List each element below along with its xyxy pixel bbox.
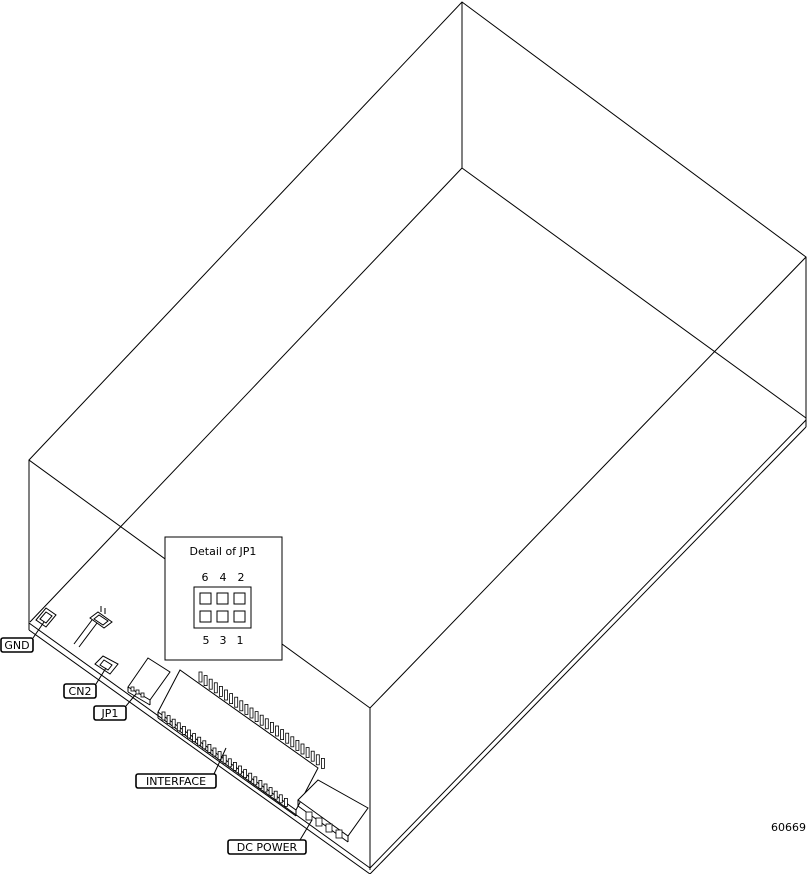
interface-pin — [244, 704, 249, 715]
interface-pin — [181, 726, 186, 735]
label-interface: INTERFACE — [135, 773, 217, 789]
interface-pin — [259, 714, 264, 726]
interface-pin — [269, 722, 274, 733]
label-jp1: JP1 — [93, 705, 127, 721]
jp1-detail-pin-4: 4 — [220, 571, 227, 584]
interface-connector — [157, 669, 325, 817]
interface-pin — [192, 733, 197, 742]
interface-pin — [295, 740, 300, 751]
interface-pin — [264, 718, 269, 730]
interface-pin — [234, 696, 239, 708]
label-jp1-text: JP1 — [101, 707, 119, 720]
label-gnd: GND — [0, 637, 34, 653]
interface-pin — [253, 776, 258, 786]
interface-pin — [227, 758, 232, 768]
jp1-jumper — [127, 657, 171, 706]
figure-number: 60669 — [771, 821, 806, 834]
jp1-pin-box-3 — [216, 610, 229, 623]
interface-pin — [249, 707, 254, 719]
interface-pin — [161, 711, 166, 721]
jp1-detail-frame — [193, 586, 252, 629]
interface-pin — [254, 711, 259, 722]
interface-pins-bottom — [161, 711, 288, 807]
interface-pin — [305, 747, 310, 758]
jp1-pin-box-5 — [199, 610, 212, 623]
interface-pin — [290, 736, 295, 748]
jp1-detail-pin-2: 2 — [238, 571, 245, 584]
interface-pin — [224, 689, 228, 701]
jp1-detail-inset: Detail of JP1 6 4 2 5 3 1 — [164, 536, 283, 661]
interface-pin — [198, 671, 203, 683]
jp1-detail-pin-1: 1 — [237, 634, 244, 647]
interface-pin — [218, 686, 223, 697]
label-cn2-text: CN2 — [69, 685, 92, 698]
jp1-detail-pin-3: 3 — [220, 634, 227, 647]
interface-pin — [263, 783, 268, 793]
dc-power-connector — [297, 779, 369, 843]
label-dc-power-text: DC POWER — [237, 841, 298, 854]
interface-pin — [212, 747, 217, 757]
interface-pin — [310, 750, 315, 762]
interface-pin — [258, 780, 263, 789]
interface-pin — [202, 740, 207, 750]
interface-pin — [273, 790, 278, 800]
leader-lines — [32, 621, 313, 841]
interface-pin — [166, 715, 171, 724]
label-gnd-text: GND — [4, 639, 29, 652]
interface-pin — [238, 765, 242, 775]
interface-pin — [207, 744, 212, 753]
label-interface-text: INTERFACE — [146, 775, 206, 788]
interface-pin — [275, 725, 279, 737]
interface-pin — [187, 729, 191, 739]
interface-pin — [315, 754, 320, 766]
interface-pin — [300, 743, 305, 755]
interface-pin — [203, 675, 208, 686]
interface-pin — [278, 794, 283, 804]
interface-pin — [213, 682, 218, 694]
jp1-detail-title: Detail of JP1 — [190, 545, 257, 558]
drive-enclosure — [28, 1, 807, 874]
interface-pin — [285, 732, 290, 744]
interface-pin — [208, 678, 213, 690]
label-dc-power: DC POWER — [227, 839, 307, 855]
jp1-detail-pin-5: 5 — [203, 634, 210, 647]
interface-pin — [283, 798, 288, 807]
gnd-connector — [35, 607, 57, 628]
interface-pin — [229, 693, 234, 704]
interface-pin — [232, 762, 237, 771]
interface-pin — [176, 722, 181, 732]
interface-pin — [268, 787, 273, 796]
interface-pin — [280, 729, 285, 740]
interface-pin — [197, 736, 202, 746]
interface-pins-top — [198, 671, 325, 769]
interface-pin — [222, 754, 227, 764]
interface-pin — [239, 700, 244, 712]
label-cn2: CN2 — [63, 683, 97, 699]
jp1-pin-box-1 — [233, 610, 246, 623]
interface-pin — [217, 751, 222, 760]
interface-pin — [320, 758, 325, 769]
jp1-pin-box-6 — [199, 592, 212, 605]
interface-pin — [248, 772, 253, 782]
jp1-detail-pin-6: 6 — [202, 571, 209, 584]
interface-pin — [243, 769, 248, 778]
cn2-connector — [73, 606, 119, 675]
jp1-pin-box-2 — [233, 592, 246, 605]
interface-pin — [171, 718, 176, 728]
jp1-pin-box-4 — [216, 592, 229, 605]
